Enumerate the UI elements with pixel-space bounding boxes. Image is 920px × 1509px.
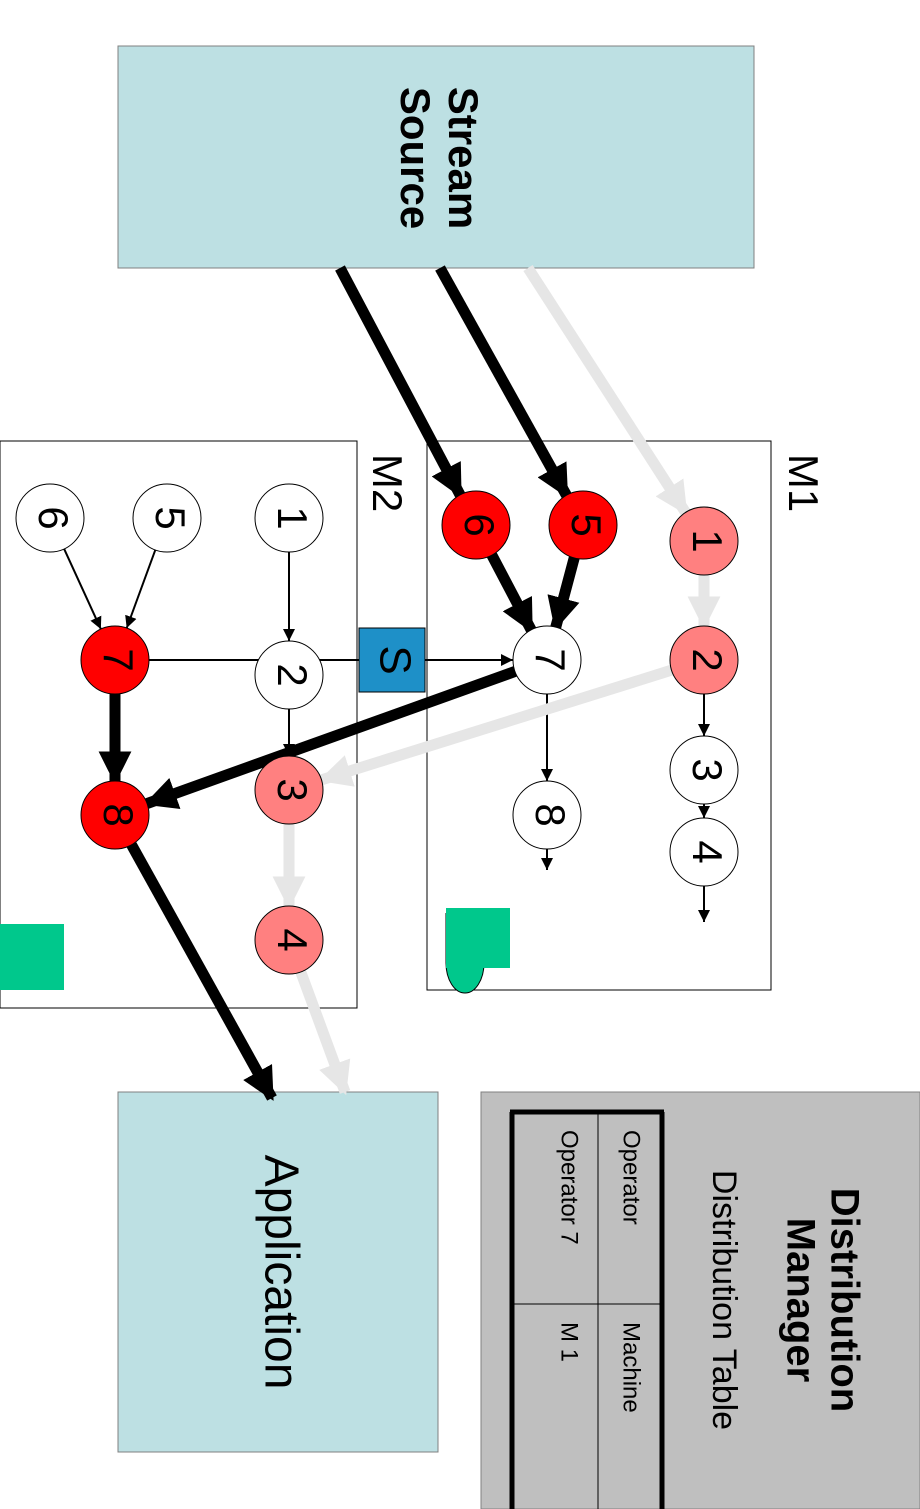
m1-op2-label: 2 [684,648,731,671]
table-cell-operator: Operator 7 [556,1130,583,1245]
m2-op6-circle [15,483,85,553]
m2-op8-circle [80,780,150,850]
edge-m2-op4-to-application [295,970,351,1096]
edge-m1-op6-to-op7 [486,552,537,633]
edge-m2-op6-to-op7 [63,548,102,630]
distribution-manager-box: Distribution Manager Distribution Table … [480,1091,920,1509]
m1-op6-label: 6 [456,513,503,536]
m1-op5-label: 5 [563,513,610,536]
m2-op7-circle [80,625,150,695]
table-cell-machine: M 1 [556,1322,583,1362]
m2-op2-node: 2 [254,640,324,710]
m1-database-icon [446,908,510,968]
edge-m1-op2-to-m2-op3 [318,664,674,787]
edge-m1-op7-to-m2-op8 [143,666,517,810]
m2-database-icon [0,924,64,990]
m1-op8-circle [512,780,582,850]
m2-op5-node: 5 [132,483,202,553]
m1-op2-circle [669,625,739,695]
edge-source-to-m1-op1 [523,265,691,516]
m1-op5-circle [548,490,618,560]
m2-op6-node: 6 [15,483,85,553]
m1-op1-node: 1 [669,506,739,576]
m1-op5-node: 5 [548,490,618,560]
machine-m2-label: M2 [364,454,411,512]
m2-op4-circle [254,905,324,975]
application-box: Application [117,1091,439,1453]
stream-source-title-line2: Source [392,87,439,229]
m2-op2-label: 2 [269,663,316,686]
m2-op3-label: 3 [269,778,316,801]
m1-op7-circle [512,625,582,695]
m1-op7-node: 7 [512,625,582,695]
application-title: Application [254,1155,307,1390]
m2-op1-label: 1 [269,506,316,529]
m2-op6-label: 6 [30,506,77,529]
edge-source-to-m1-op6 [335,265,465,498]
m2-op8-node: 8 [80,780,150,850]
m1-op8-node: 8 [512,780,582,850]
m2-op7-label: 7 [95,648,142,671]
m2-op3-circle [254,755,324,825]
split-marker-label: S [370,645,419,674]
m2-op4-node: 4 [254,905,324,975]
m2-op4-label: 4 [269,928,316,951]
m1-op4-node: 4 [669,817,739,887]
m2-op2-circle [254,640,324,710]
m1-op3-circle [669,735,739,805]
m2-op5-circle [132,483,202,553]
distribution-manager-title-line2: Manager [778,1218,822,1383]
edge-source-to-m1-op5 [435,265,572,499]
distribution-table: Operator Machine Operator 7 M 1 [509,1109,665,1509]
m1-op4-circle [669,817,739,887]
edge-m1-op5-to-op7 [547,556,580,631]
table-header-operator: Operator [618,1130,645,1225]
m1-op1-circle [669,506,739,576]
table-header-machine: Machine [618,1322,645,1413]
m2-op3-node: 3 [254,755,324,825]
m1-op7-label: 7 [527,648,574,671]
m2-op7-node: 7 [80,625,150,695]
m1-op3-node: 3 [669,735,739,805]
m1-op6-circle [441,490,511,560]
m2-op1-node: 1 [254,483,324,553]
distribution-table-title: Distribution Table [705,1170,743,1430]
distribution-manager-title-line1: Distribution [822,1188,866,1412]
m2-op1-circle [254,483,324,553]
stream-source-box: Stream Source [117,45,755,269]
split-marker: S [358,627,426,693]
m1-op3-label: 3 [684,758,731,781]
m1-op8-label: 8 [527,803,574,826]
edge-m2-op8-to-application [126,842,277,1101]
edge-m2-op5-to-op7 [125,549,157,629]
m2-op5-label: 5 [147,506,194,529]
operator-nodes: 1 2 3 4 5 6 7 8 1 2 3 4 5 6 7 8 [15,483,739,975]
machine-m1-label: M1 [780,454,827,512]
m1-op1-label: 1 [684,529,731,552]
m2-op8-label: 8 [95,803,142,826]
flow-edges [63,265,721,1101]
m1-op4-label: 4 [684,840,731,863]
stream-source-title-line1: Stream [440,87,487,229]
m1-op2-node: 2 [669,625,739,695]
m1-op6-node: 6 [441,490,511,560]
